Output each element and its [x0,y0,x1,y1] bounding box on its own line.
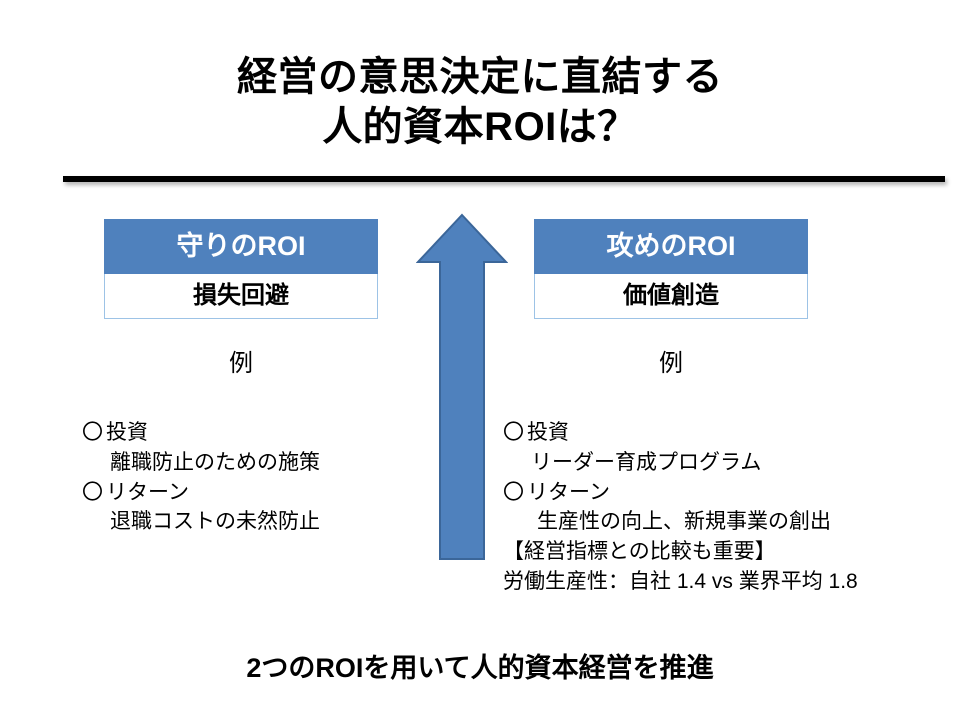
list-item-label: 投資 [106,421,148,444]
list-item-label: 離職防止のための施策 [110,450,320,474]
list-item: 〇リターン [503,478,858,508]
list-item: 離職防止のための施策 [82,448,320,478]
list-item-label: リターン [527,480,610,504]
list-item: 生産性の向上、新規事業の創出 [503,507,858,537]
circle-bullet-icon: 〇 [503,421,524,444]
page-title-line-2: 人的資本ROIは？ [322,105,638,150]
defensive-example-list: 〇投資 離職防止のための施策 〇リターン 退職コストの未然防止 [82,418,320,537]
list-item-label: リーダー育成プログラム [531,450,762,474]
footer-summary: 2つのROIを用いて人的資本経営を推進 [246,653,714,683]
list-item-label: 退職コストの未然防止 [110,510,320,534]
defensive-roi-subtitle: 損失回避 [104,274,378,319]
offensive-roi-header: 攻めのROI [534,219,808,274]
labor-productivity-metric-label: 労働生産性：自社 1.4 vs 業界平均 1.8 [503,570,858,594]
list-item: 〇投資 [82,418,320,448]
title-divider-rule [63,176,945,182]
management-metric-note: 【経営指標との比較も重要】 [503,537,858,567]
list-item-label: 生産性の向上、新規事業の創出 [537,510,831,534]
defensive-example-label: 例 [229,350,253,377]
list-item: 〇リターン [82,478,320,508]
list-item-label: 投資 [527,421,569,444]
list-item: 退職コストの未然防止 [82,507,320,537]
defensive-roi-header: 守りのROI [104,219,378,274]
offensive-example-list: 〇投資 リーダー育成プログラム 〇リターン 生産性の向上、新規事業の創出 【経営… [503,418,858,597]
labor-productivity-metric: 労働生産性：自社 1.4 vs 業界平均 1.8 [503,567,858,597]
circle-bullet-icon: 〇 [82,421,103,444]
circle-bullet-icon: 〇 [82,480,103,504]
page-title: 経営の意思決定に直結する 人的資本ROIは？ [60,52,900,153]
up-arrow-icon [416,213,508,561]
management-metric-note-label: 【経営指標との比較も重要】 [503,540,776,564]
offensive-roi-subtitle: 価値創造 [534,274,808,319]
defensive-roi-box: 守りのROI 損失回避 [104,219,378,319]
page-title-line-1: 経営の意思決定に直結する [237,55,723,99]
list-item: 〇投資 [503,418,858,448]
offensive-example-label: 例 [659,350,683,377]
circle-bullet-icon: 〇 [503,480,524,504]
offensive-roi-box: 攻めのROI 価値創造 [534,219,808,319]
list-item-label: リターン [106,480,189,504]
list-item: リーダー育成プログラム [503,448,858,478]
